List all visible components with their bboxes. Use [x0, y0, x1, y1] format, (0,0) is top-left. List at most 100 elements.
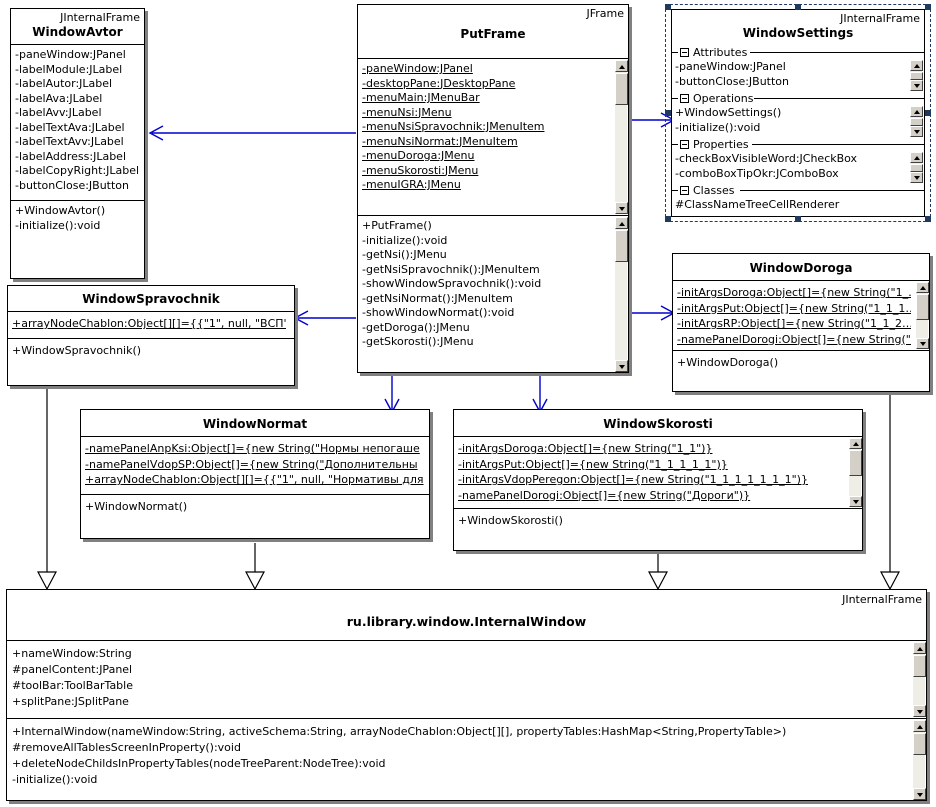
attributes-scrollbar[interactable] [909, 60, 923, 91]
group-header-classes[interactable]: Classes [672, 183, 924, 198]
attributes-group: -paneWindow:JPanel -buttonClose:JButton [672, 60, 924, 91]
attributes-scrollbar[interactable] [614, 60, 628, 214]
attribute-row: -namePanelVdopSP:Object[]={new String("Д… [85, 457, 418, 471]
class-stereotype: JFrame [586, 7, 624, 20]
class-box-internal-window[interactable]: JInternalFrame ru.library.window.Interna… [6, 589, 927, 801]
collapse-toggle-icon[interactable] [680, 186, 689, 195]
scroll-down-arrow-icon[interactable] [615, 360, 628, 372]
operation-row: -getDoroga():JMenu [362, 320, 470, 334]
tree-branch-line [672, 52, 678, 53]
attribute-rows: -paneWindow:JPanel -labelModule:JLabel -… [11, 45, 144, 196]
operations-scrollbar[interactable] [614, 217, 628, 372]
attributes-scrollbar[interactable] [912, 642, 926, 717]
class-box-put-frame[interactable]: JFrame PutFrame -paneWindow:JPanel -desk… [357, 4, 629, 373]
class-box-window-settings[interactable]: JInternalFrame WindowSettings Attributes… [671, 9, 925, 217]
operation-row: -getNsiNormat():JMenuItem [362, 291, 513, 305]
scroll-up-arrow-icon[interactable] [910, 60, 923, 71]
scrollbar-thumb[interactable] [615, 230, 628, 262]
attributes-scrollbar[interactable] [848, 438, 862, 507]
collapse-toggle-icon[interactable] [680, 94, 689, 103]
property-row: -checkBoxVisibleWord:JCheckBox [675, 152, 858, 165]
resize-handle-e[interactable] [925, 110, 931, 116]
scroll-down-arrow-icon[interactable] [910, 80, 923, 91]
attribute-row: -labelTextAvv:JLabel [15, 135, 124, 148]
attributes-scrollbar[interactable] [915, 282, 929, 349]
operations-group: +WindowSettings() -initialize():void [672, 106, 924, 137]
compartment-divider [11, 200, 144, 201]
class-name: WindowSpravochnik [82, 292, 220, 306]
class-box-window-avtor[interactable]: JInternalFrame WindowAvtor -paneWindow:J… [10, 8, 145, 279]
group-header-attributes[interactable]: Attributes [672, 45, 924, 60]
operation-row: +InternalWindow(nameWindow:String, activ… [12, 725, 787, 738]
collapse-toggle-icon[interactable] [680, 48, 689, 57]
scroll-up-arrow-icon[interactable] [916, 282, 929, 293]
compartment-divider [358, 58, 628, 59]
operations-compartment: +WindowNormat() [81, 495, 429, 536]
resize-handle-w[interactable] [665, 110, 671, 116]
collapse-toggle-icon[interactable] [680, 140, 689, 149]
operation-row: +deleteNodeChildsInPropertyTables(nodeTr… [12, 757, 386, 770]
attribute-row: -labelAddress:JLabel [15, 149, 127, 163]
resize-handle-n[interactable] [795, 4, 801, 10]
resize-handle-sw[interactable] [665, 216, 671, 222]
operations-scrollbar[interactable] [909, 106, 923, 137]
scroll-up-arrow-icon[interactable] [910, 106, 923, 117]
connector-putframe-windownormat [384, 374, 400, 414]
class-box-window-normat[interactable]: WindowNormat -namePanelAnpKsi:Object[]={… [80, 409, 430, 539]
scrollbar-thumb[interactable] [910, 118, 923, 126]
class-name: PutFrame [460, 27, 526, 41]
class-box-window-skorosti[interactable]: WindowSkorosti -initArgsDoroga:Object[]=… [453, 409, 863, 551]
attribute-row: #panelContent:JPanel [12, 663, 133, 676]
resize-handle-se[interactable] [925, 216, 931, 222]
scroll-up-arrow-icon[interactable] [913, 720, 926, 732]
operation-rows: +PutFrame() -initialize():void -getNsi()… [358, 216, 628, 353]
attribute-row: -initArgsVdopPeregon:Object[]={new Strin… [458, 473, 808, 486]
scroll-up-arrow-icon[interactable] [913, 642, 926, 654]
properties-scrollbar[interactable] [909, 152, 923, 183]
attributes-compartment: -initArgsDoroga:Object[]={new String("1_… [673, 281, 929, 350]
group-header-operations[interactable]: Operations [672, 91, 924, 106]
scrollbar-thumb[interactable] [849, 450, 862, 476]
group-header-properties[interactable]: Properties [672, 137, 924, 152]
scroll-down-arrow-icon[interactable] [916, 338, 929, 349]
scrollbar-thumb[interactable] [615, 73, 628, 105]
class-box-window-spravochnik[interactable]: WindowSpravochnik +arrayNodeChablon:Obje… [7, 285, 295, 386]
scrollbar-thumb[interactable] [910, 164, 923, 172]
resize-handle-s[interactable] [795, 216, 801, 222]
class-header: JInternalFrame WindowAvtor [11, 9, 144, 44]
scrollbar-thumb[interactable] [913, 733, 926, 755]
attribute-row: -menuSkorosti:JMenu [362, 163, 479, 177]
scrollbar-thumb[interactable] [913, 655, 926, 677]
attribute-row: -namePanelDorogi:Object[]={new String("… [677, 332, 911, 346]
compartment-divider [81, 436, 429, 437]
scroll-down-arrow-icon[interactable] [913, 788, 926, 800]
scroll-down-arrow-icon[interactable] [615, 202, 628, 214]
scroll-up-arrow-icon[interactable] [615, 60, 628, 72]
operations-scrollbar[interactable] [912, 720, 926, 800]
attributes-compartment: -namePanelAnpKsi:Object[]={new String("Н… [81, 437, 429, 494]
group-rule [750, 52, 924, 53]
connector-putframe-windowavtor [148, 125, 356, 141]
class-box-window-doroga[interactable]: WindowDoroga -initArgsDoroga:Object[]={n… [672, 253, 930, 392]
scroll-up-arrow-icon[interactable] [615, 217, 628, 229]
scroll-down-arrow-icon[interactable] [910, 172, 923, 183]
attribute-row: -paneWindow:JPanel [15, 48, 126, 61]
scroll-up-arrow-icon[interactable] [910, 152, 923, 163]
generalization-normat-internalwindow [245, 543, 265, 591]
scroll-down-arrow-icon[interactable] [849, 496, 862, 507]
scroll-down-arrow-icon[interactable] [913, 705, 926, 717]
operations-compartment: +WindowSpravochnik() [8, 339, 294, 383]
attribute-row: +splitPane:JSplitPane [12, 695, 129, 708]
class-header: WindowSkorosti [454, 410, 862, 436]
scroll-up-arrow-icon[interactable] [849, 438, 862, 449]
resize-handle-nw[interactable] [665, 4, 671, 10]
attribute-rows: -paneWindow:JPanel -desktopPane:JDesktop… [358, 59, 628, 196]
scrollbar-thumb[interactable] [910, 72, 923, 80]
scroll-down-arrow-icon[interactable] [910, 126, 923, 137]
connector-putframe-windowdoroga [629, 305, 676, 321]
attribute-row: -initArgsDoroga:Object[]={new String("1_… [458, 442, 713, 455]
tree-branch-line [672, 98, 678, 99]
resize-handle-ne[interactable] [925, 4, 931, 10]
scrollbar-thumb[interactable] [916, 294, 929, 320]
group-label: Attributes [693, 45, 751, 60]
